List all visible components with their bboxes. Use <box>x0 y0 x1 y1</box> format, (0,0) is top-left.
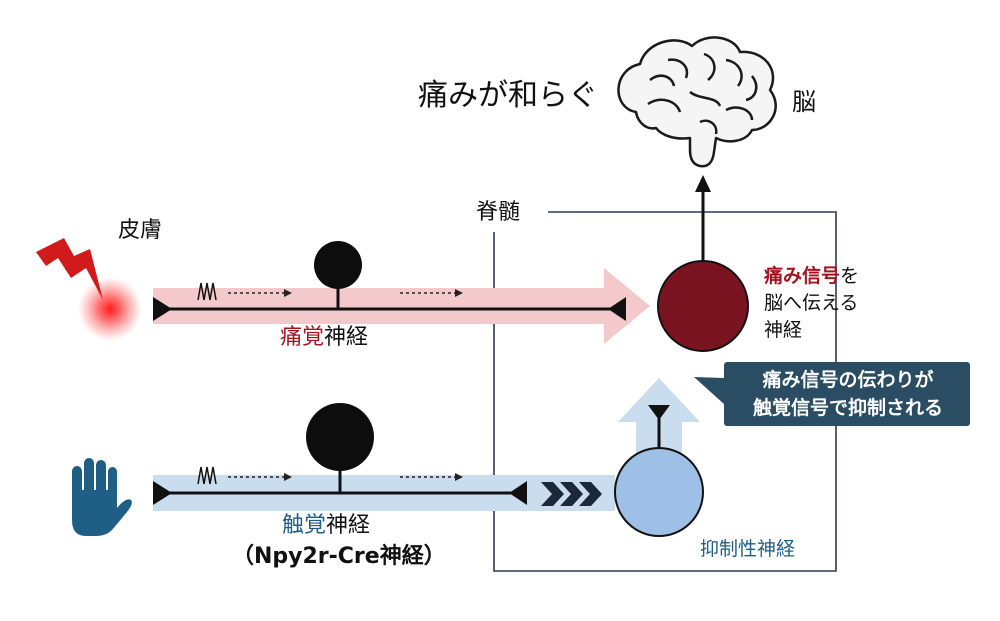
touch-nerve-skin-terminal <box>153 481 172 505</box>
touch-signal-arrow <box>400 473 463 481</box>
inhibitory-neuron-terminal <box>648 405 670 420</box>
touch-nerve-label: 触覚神経 <box>282 513 370 539</box>
spinal-cord-outline <box>493 211 837 572</box>
touch-nerve-cell-body <box>306 403 374 471</box>
spike-icon <box>197 466 217 485</box>
relay-label-highlight: 痛み信号 <box>764 265 841 287</box>
spike-icon <box>197 282 217 301</box>
pain-nerve-label-prefix: 痛覚 <box>280 325 325 350</box>
callout-text: 痛み信号の伝わりが 触覚信号で抑制される <box>726 366 970 422</box>
pain-nerve-synapse-terminal <box>608 297 626 321</box>
inhibitory-nerve-label: 抑制性神経 <box>700 538 796 560</box>
pain-band-arrow <box>153 268 650 344</box>
npy-nerve-label: （Npy2r-Cre神経） <box>232 544 446 569</box>
hand-icon <box>72 458 132 536</box>
touch-nerve-label-prefix: 触覚 <box>282 513 327 538</box>
lightning-icon <box>36 238 103 300</box>
callout-line-1: 痛み信号の伝わりが <box>762 369 934 391</box>
touch-nerve-synapse-terminal <box>509 481 527 505</box>
pain-nerve-label-suffix: 神経 <box>324 325 369 350</box>
touch-signal-arrow <box>228 473 292 481</box>
chevron-arrows-icon <box>541 482 602 506</box>
callout-line-2: 触覚信号で抑制される <box>752 397 943 419</box>
relay-neuron-cell-body <box>657 260 749 352</box>
pain-signal-arrow <box>228 289 292 297</box>
relay-label-rest: を <box>840 265 860 287</box>
diagram-title: 痛みが和らぐ <box>418 78 598 113</box>
brain-label: 脳 <box>792 88 816 116</box>
relay-neuron-arrowhead <box>695 175 711 192</box>
pain-nerve-label: 痛覚神経 <box>280 325 368 351</box>
pain-nerve-cell-body <box>314 241 362 289</box>
brain-icon <box>617 36 777 168</box>
relay-label-line-2: 脳へ伝える <box>764 292 859 314</box>
callout-box <box>724 362 970 426</box>
inhibitory-neuron-cell-body <box>614 447 704 537</box>
pain-signal-arrow <box>400 289 463 297</box>
relay-neuron-label: 痛み信号を 脳へ伝える 神経 <box>764 263 904 344</box>
skin-label: 皮膚 <box>118 218 163 243</box>
touch-nerve-label-suffix: 神経 <box>326 513 371 538</box>
relay-label-line-3: 神経 <box>764 319 803 341</box>
spinal-cord-label: 脊髄 <box>476 200 521 225</box>
pain-nerve-skin-terminal <box>153 297 172 321</box>
callout-pointer <box>694 377 724 404</box>
pain-glow <box>78 277 142 341</box>
